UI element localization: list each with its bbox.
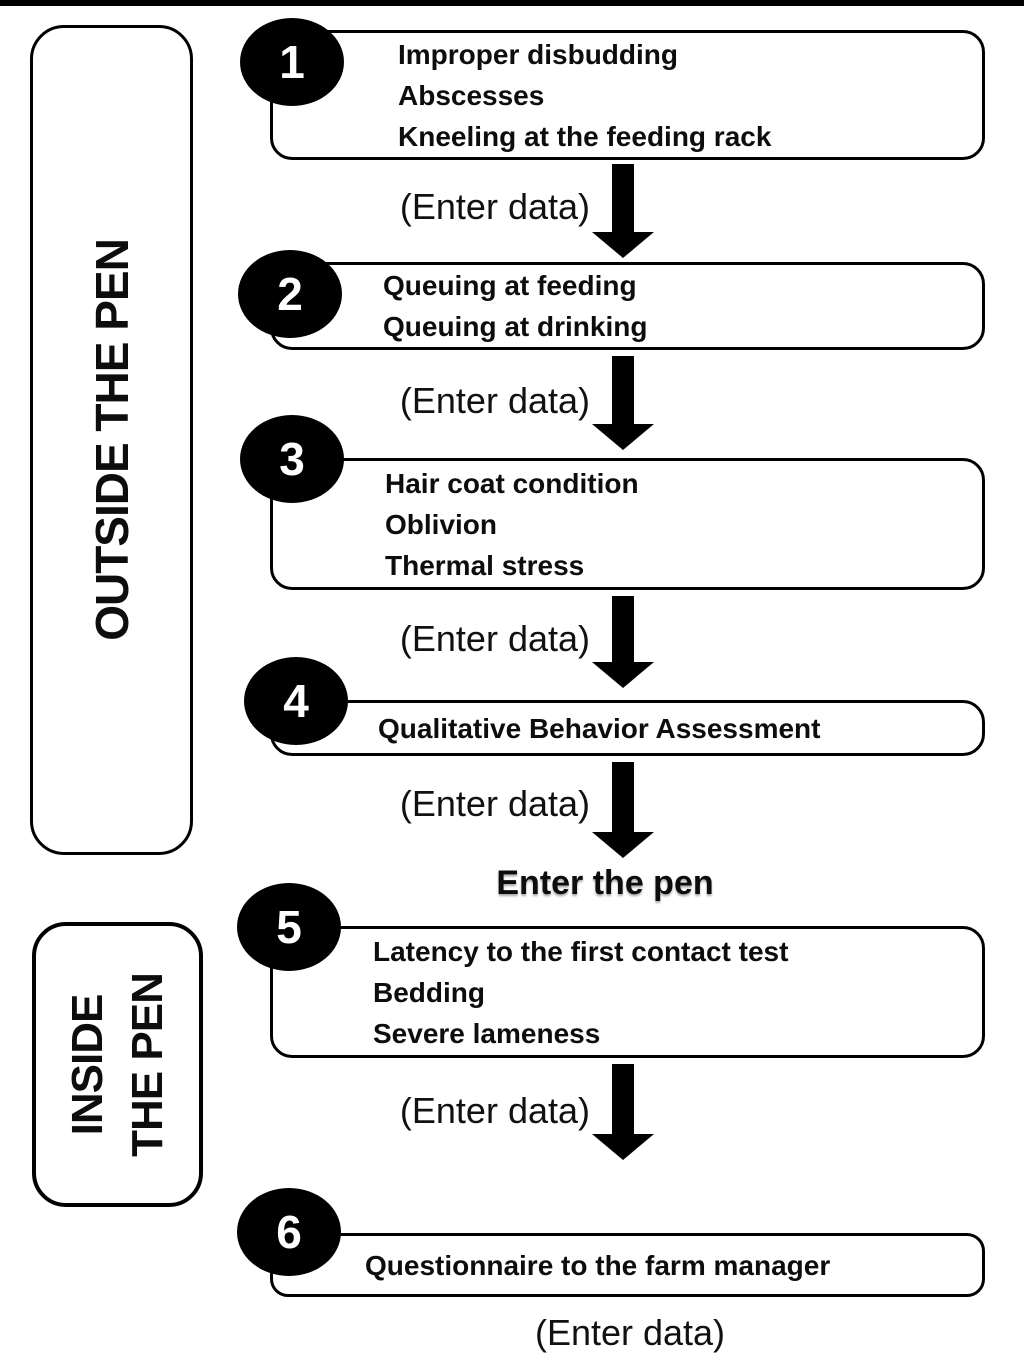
down-arrow-icon [592,596,654,688]
enter-data-label: (Enter data) [399,1090,590,1131]
enter-data-label: (Enter data) [399,618,590,659]
step-2-number: 2 [277,268,303,320]
step-item: Improper disbudding [398,38,678,70]
step-3-badge: 3 [240,415,344,503]
step-5-badge: 5 [237,883,341,971]
step-item: Hair coat condition [385,467,639,499]
step-item: Thermal stress [385,549,585,581]
step-item: Questionnaire to the farm manager [365,1249,831,1281]
step-2-box: Queuing at feeding Queuing at drinking [270,262,985,350]
step-item: Severe lameness [373,1017,601,1049]
step-1-badge: 1 [240,18,344,106]
step-6-box: Questionnaire to the farm manager [270,1233,985,1297]
step-item: Latency to the first contact test [373,935,789,967]
step-5-number: 5 [276,901,302,953]
step-3-number: 3 [279,433,305,485]
down-arrow-icon [592,164,654,258]
enter-data-label: (Enter data) [534,1312,726,1353]
step-item: Queuing at drinking [383,311,648,342]
enter-the-pen-heading: Enter the pen [496,864,714,902]
down-arrow-icon [592,356,654,450]
step-4-box: Qualitative Behavior Assessment [270,700,985,756]
inside-pen-label-line2: THE PEN [122,972,172,1157]
step-4-badge: 4 [244,657,348,745]
inside-pen-label-line1: INSIDE [62,994,112,1135]
step-6-number: 6 [276,1206,302,1258]
step-item: Kneeling at the feeding rack [398,120,772,152]
step-3-box: Hair coat condition Oblivion Thermal str… [270,458,985,590]
step-5-box: Latency to the first contact test Beddin… [270,926,985,1058]
enter-data-label: (Enter data) [399,783,590,824]
step-6-badge: 6 [237,1188,341,1276]
step-item: Queuing at feeding [383,270,637,301]
down-arrow-icon [592,1064,654,1160]
step-item: Bedding [373,976,485,1008]
step-item: Abscesses [398,79,545,111]
step-item: Qualitative Behavior Assessment [378,712,821,744]
step-4-number: 4 [283,675,309,727]
outside-pen-label-text: OUTSIDE THE PEN [85,239,138,641]
outside-pen-section-label: OUTSIDE THE PEN [30,25,193,855]
enter-data-label: (Enter data) [399,380,590,421]
step-2-badge: 2 [238,250,342,338]
enter-data-label: (Enter data) [399,186,590,227]
step-1-box: Improper disbudding Abscesses Kneeling a… [270,30,985,160]
top-border [0,0,1024,6]
inside-pen-label-text: INSIDE THE PEN [58,973,178,1157]
down-arrow-icon [592,762,654,858]
step-1-number: 1 [279,36,305,88]
inside-pen-section-label: INSIDE THE PEN [32,922,203,1207]
step-item: Oblivion [385,508,497,540]
